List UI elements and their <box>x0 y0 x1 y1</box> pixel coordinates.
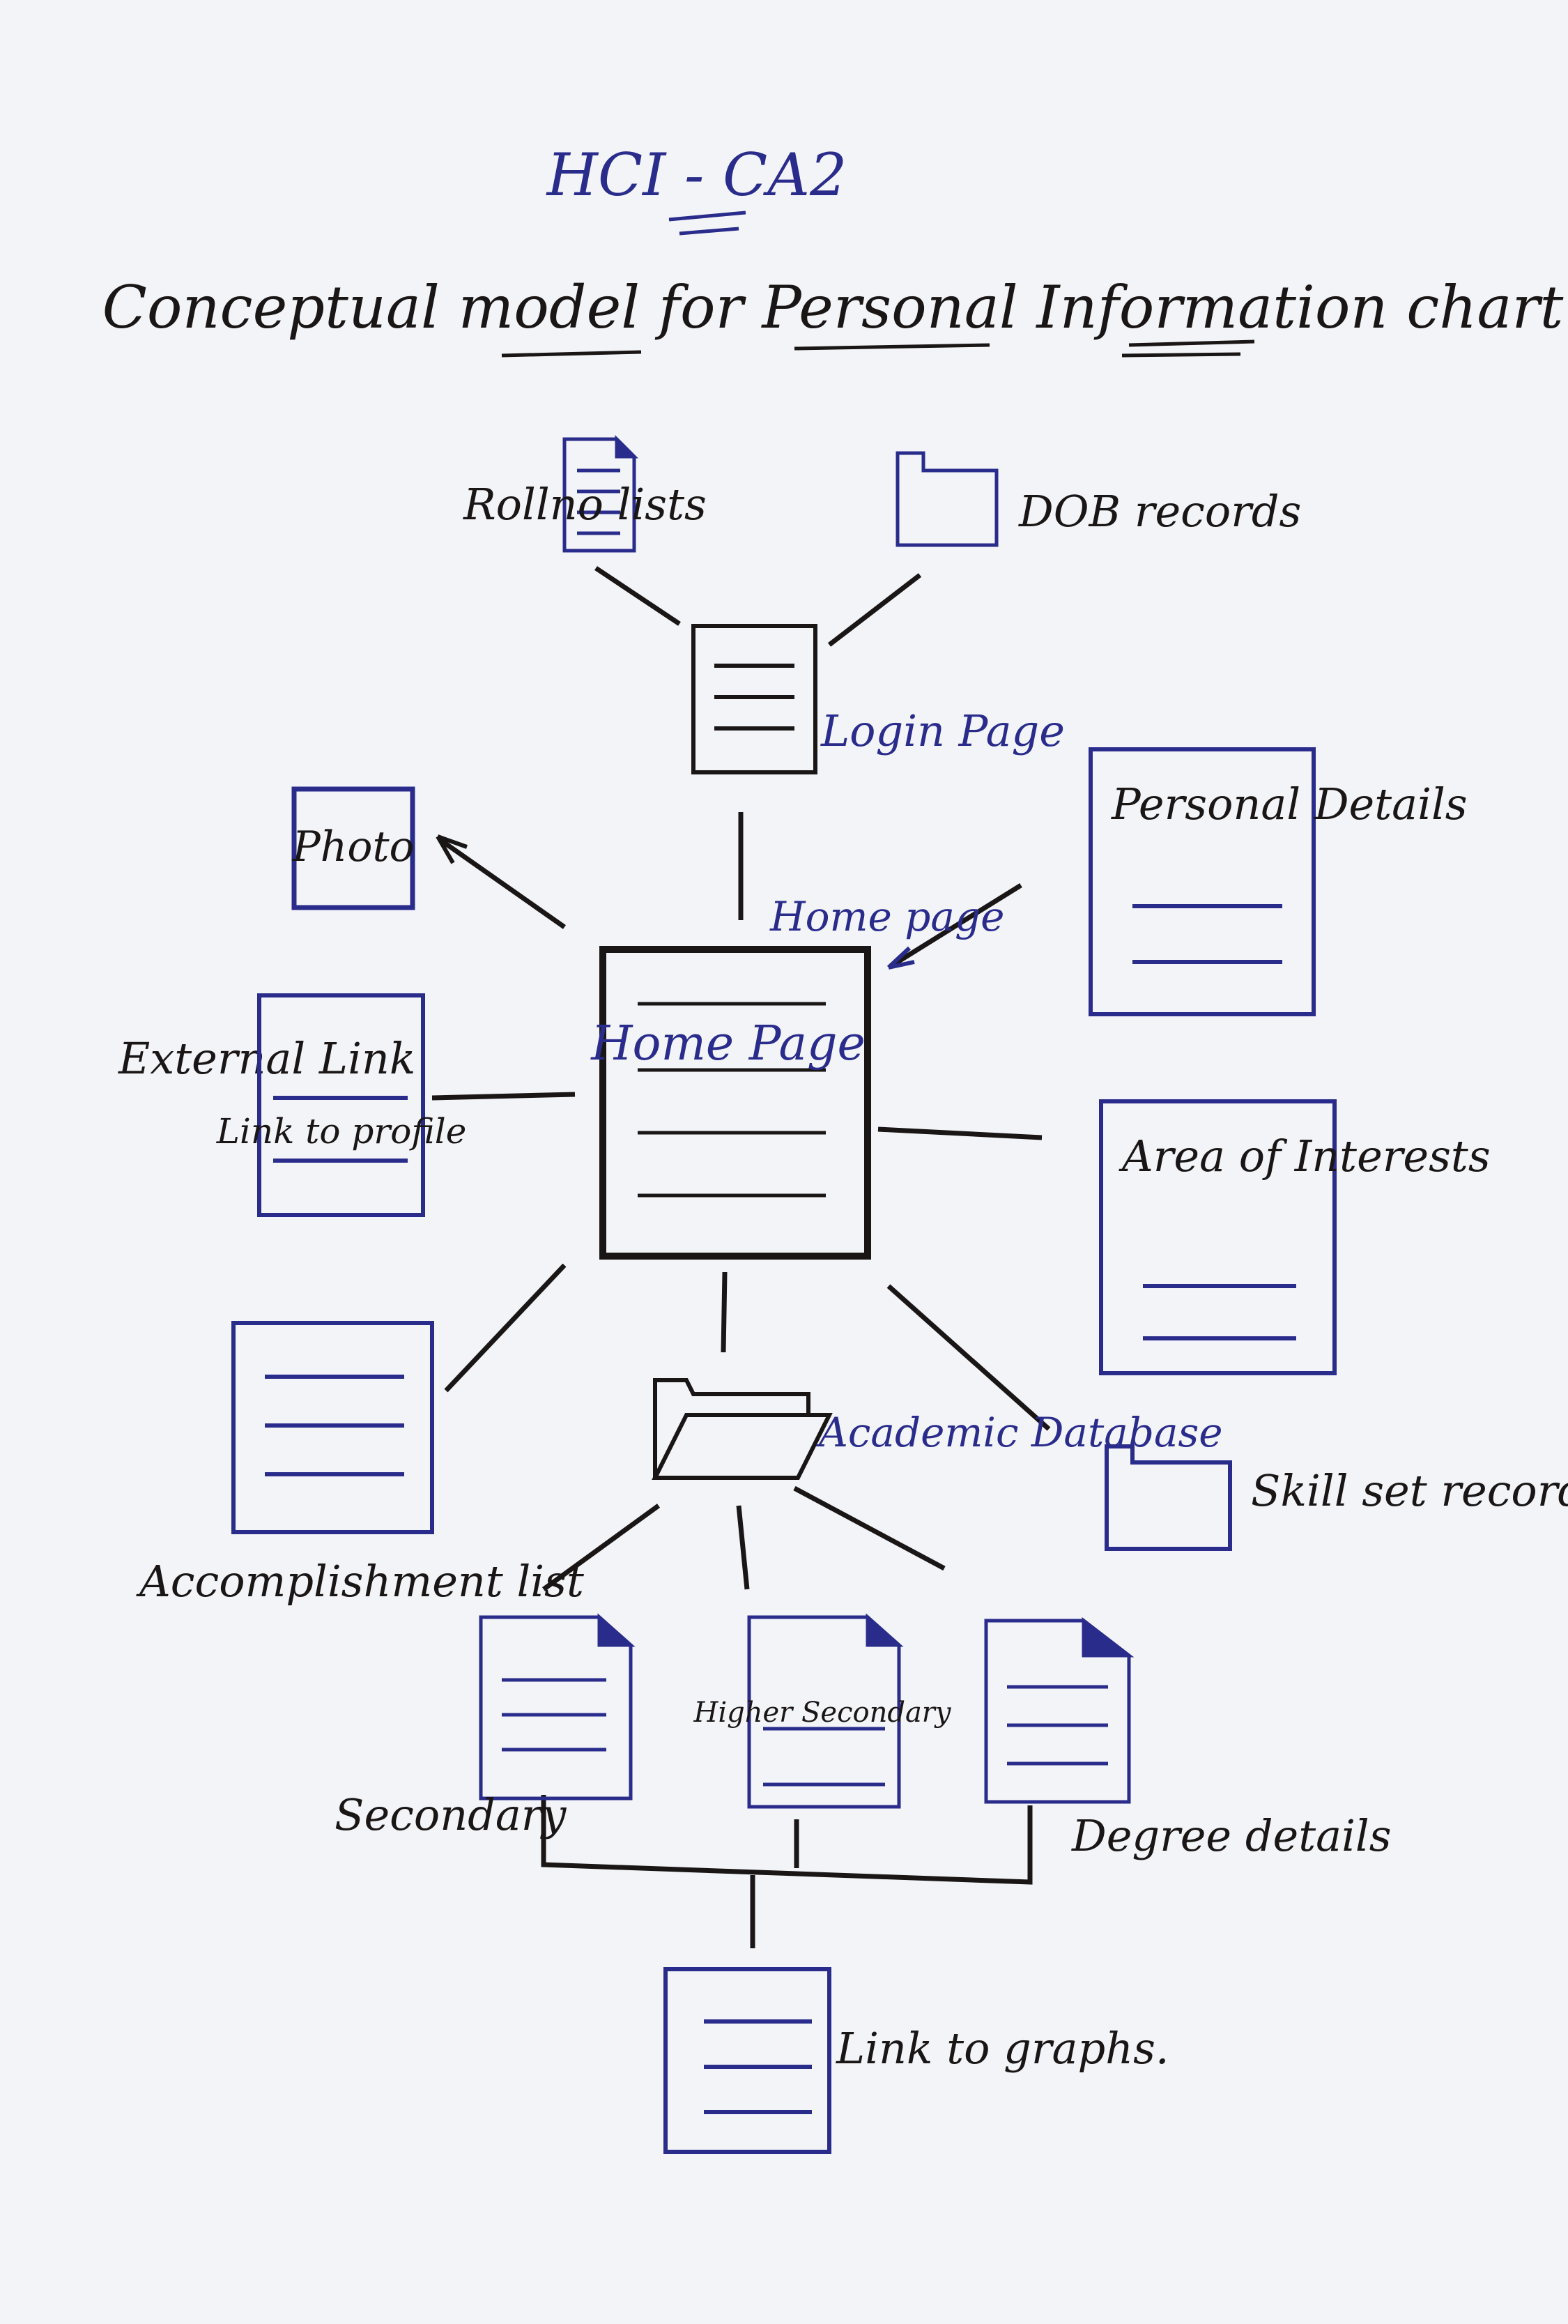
link-to-profile-label: Link to profile <box>216 1111 467 1152</box>
secondary-label: Secondary <box>335 1789 567 1840</box>
higher-secondary-label: Higher Secondary <box>693 1697 951 1729</box>
accomplishment-list-doc-icon <box>231 1321 434 1534</box>
link-to-graphs-label: Link to graphs. <box>836 2023 1169 2074</box>
external-link-label: External Link <box>118 1033 415 1084</box>
link-to-profile-box <box>257 993 425 1217</box>
page-title: Conceptual model for Personal Informatio… <box>102 273 1564 342</box>
link-to-graphs-doc-icon <box>663 1967 831 2154</box>
academic-database-label: Academic Database <box>815 1409 1223 1456</box>
course-heading-underline <box>668 211 746 236</box>
personal-details-label: Personal Details <box>1111 779 1468 830</box>
personal-details-box <box>1089 747 1316 1016</box>
home-page-label: Home Page <box>590 1016 866 1071</box>
degree-details-doc-icon <box>984 1616 1135 1804</box>
login-page-label: Login Page <box>820 705 1065 756</box>
photo-label: Photo <box>291 823 414 871</box>
dob-records-label: DOB records <box>1018 486 1301 537</box>
secondary-doc-icon <box>479 1613 636 1801</box>
photo-box <box>291 786 415 910</box>
area-of-interests-label: Area of Interests <box>1119 1131 1491 1182</box>
arrowhead-photo <box>436 834 468 864</box>
roll-lists-label: Rollno lists <box>463 479 707 530</box>
connector-lines <box>431 566 1051 1948</box>
course-heading: HCI - CA2 <box>546 141 847 209</box>
home-page-arrow-label: Home page <box>769 893 1004 940</box>
degree-details-label: Degree details <box>1071 1810 1392 1861</box>
arrowhead-home-page <box>886 946 915 970</box>
area-of-interests-box <box>1099 1099 1337 1375</box>
roll-lists-doc-icon <box>562 434 639 553</box>
skill-set-records-label: Skill set records <box>1251 1465 1568 1516</box>
academic-database-folder-icon <box>652 1378 833 1480</box>
dob-records-folder-icon <box>896 451 999 547</box>
accomplishment-list-label: Accomplishment list <box>136 1556 584 1607</box>
title-underline <box>501 339 1255 358</box>
home-page-box <box>599 946 871 1260</box>
skill-set-folder-icon <box>1105 1444 1232 1551</box>
login-page-doc-icon <box>691 624 817 774</box>
higher-secondary-doc-icon <box>747 1613 904 1809</box>
